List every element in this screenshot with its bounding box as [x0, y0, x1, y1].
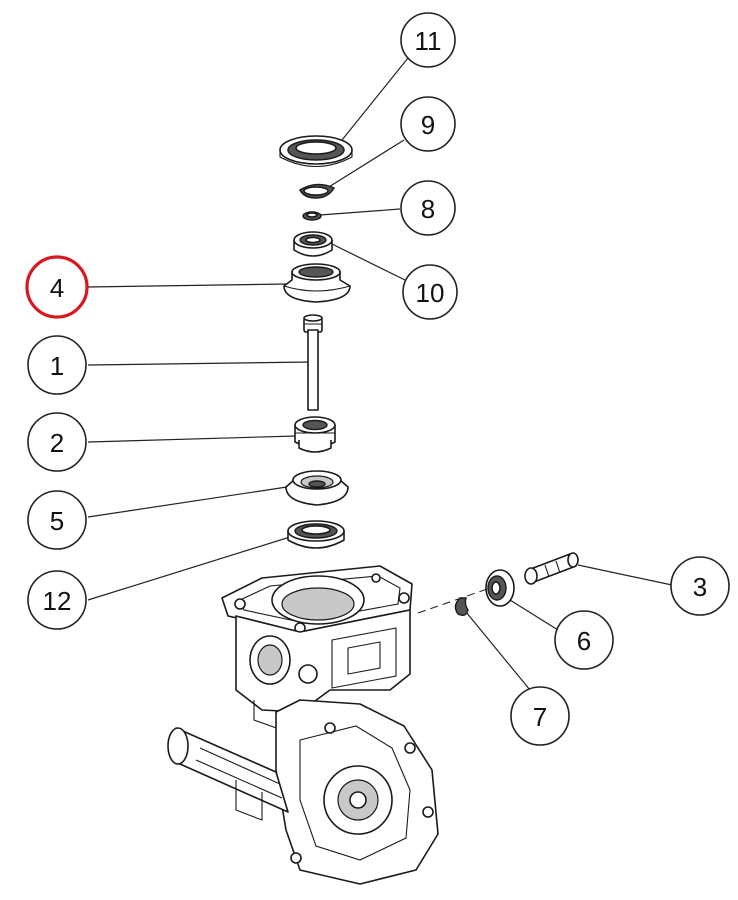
callout-10-label: 10	[416, 278, 445, 308]
leader-lines	[87, 57, 673, 691]
callout-3: 3	[670, 556, 730, 616]
part-10-bearing	[293, 231, 333, 257]
leader-11	[337, 57, 409, 146]
part-2-bushing	[294, 416, 336, 453]
leader-3	[577, 564, 673, 586]
leader-7	[465, 611, 531, 691]
callout-5: 5	[27, 490, 87, 550]
part-6-bearing	[485, 569, 515, 607]
callout-9-label: 9	[421, 110, 435, 140]
part-12-seal	[287, 520, 345, 549]
callout-8: 8	[400, 180, 456, 236]
part-5-seat	[285, 470, 349, 506]
leader-8	[319, 208, 401, 216]
callout-4-label: 4	[50, 273, 64, 303]
leader-4	[87, 283, 287, 288]
leader-1	[87, 361, 313, 366]
part-7-clip	[454, 597, 469, 617]
callout-7-label: 7	[533, 702, 547, 732]
callout-3-label: 3	[693, 572, 707, 602]
leader-2	[87, 435, 297, 443]
callout-11-label: 11	[415, 26, 442, 56]
leader-12	[87, 536, 291, 601]
part-3-pin	[524, 552, 579, 585]
callout-2-label: 2	[50, 428, 64, 458]
pump-housing	[167, 565, 439, 885]
callout-6: 6	[554, 610, 614, 670]
callout-6-label: 6	[577, 626, 591, 656]
leader-9	[323, 139, 405, 191]
callout-12-label: 12	[43, 586, 72, 616]
callout-12: 12	[27, 570, 87, 630]
callout-10: 10	[402, 264, 458, 320]
part-1-shaft	[303, 314, 323, 411]
leader-6	[509, 599, 559, 631]
callout-1: 1	[27, 335, 87, 395]
callout-4-highlight-ring	[25, 255, 89, 319]
axis-line	[417, 587, 491, 614]
leader-10	[329, 242, 406, 281]
part-9-circlip	[299, 183, 336, 199]
callout-4: 4	[25, 255, 89, 319]
leader-5	[87, 486, 288, 518]
callouts: 11 9 8 10 4 1 2 5	[25, 12, 730, 746]
part-4-cap	[283, 263, 351, 303]
part-11-seal	[279, 135, 353, 167]
callout-8-label: 8	[421, 194, 435, 224]
callout-7: 7	[510, 686, 570, 746]
callout-9: 9	[400, 96, 456, 152]
callout-5-label: 5	[50, 506, 64, 536]
callout-2: 2	[27, 412, 87, 472]
part-8-ring	[302, 211, 322, 221]
callout-11: 11	[400, 12, 456, 68]
callout-1-label: 1	[50, 351, 64, 381]
